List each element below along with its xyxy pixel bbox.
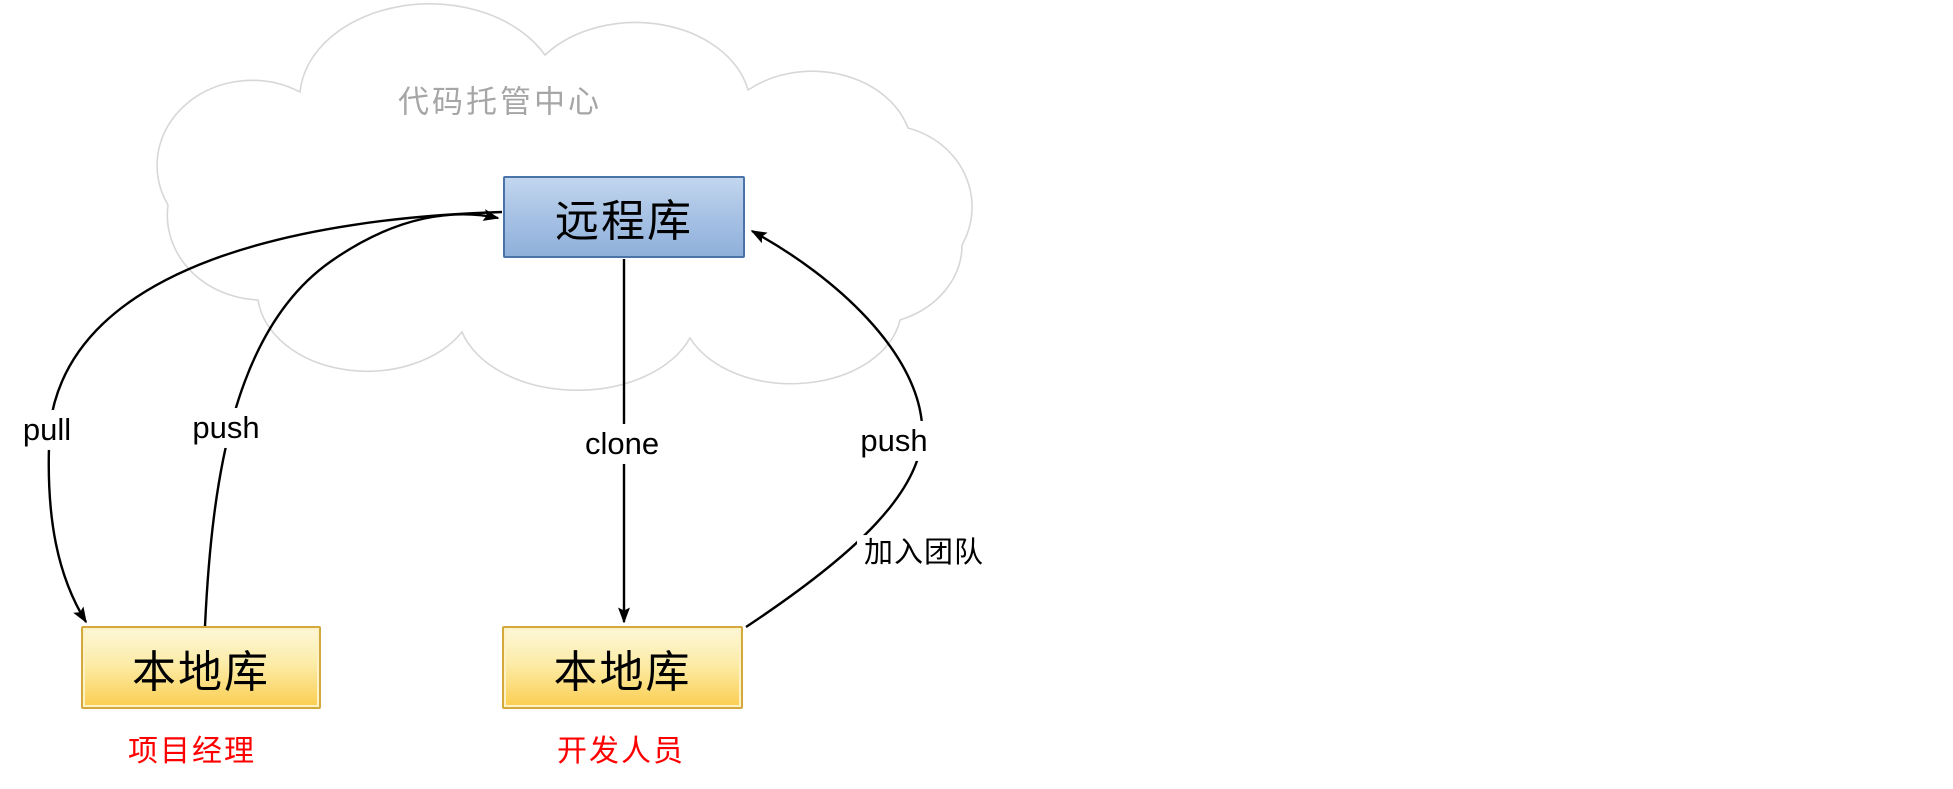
caption-project-manager: 项目经理 — [128, 735, 256, 768]
local-repo-developer-label: 本地库 — [553, 647, 692, 697]
clone-label: clone — [577, 423, 667, 465]
push-right-label: push — [853, 420, 935, 462]
push-left-arrow — [203, 209, 500, 627]
local-repo-manager-box: 本地库 — [81, 626, 321, 709]
pull-arrow — [47, 210, 503, 624]
cloud-outline — [156, 3, 973, 391]
local-repo-manager-label: 本地库 — [132, 647, 270, 697]
local-repo-developer-box: 本地库 — [502, 626, 743, 709]
caption-developer: 开发人员 — [557, 735, 685, 768]
remote-repo-box: 远程库 — [503, 176, 745, 258]
pull-label: pull — [15, 409, 79, 451]
push-left-label: push — [185, 407, 267, 449]
cloud-label: 代码托管中心 — [398, 84, 602, 120]
remote-repo-label: 远程库 — [555, 197, 693, 246]
join-team-label: 加入团队 — [856, 535, 992, 573]
